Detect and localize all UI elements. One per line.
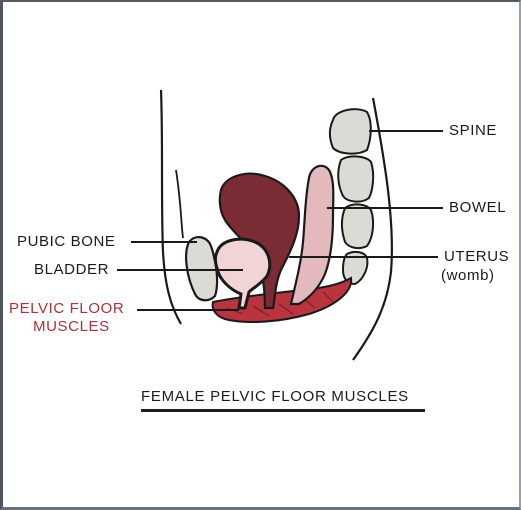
diagram-caption: FEMALE PELVIC FLOOR MUSCLES [141, 388, 409, 405]
label-pelvic-floor-muscles: MUSCLES [33, 318, 110, 336]
label-bowel: BOWEL [449, 199, 506, 217]
caption-underline [141, 409, 425, 412]
body-outline-front [161, 90, 181, 324]
label-bladder: BLADDER [34, 261, 109, 279]
label-uterus-womb: (womb) [441, 267, 495, 285]
pubic-bone [186, 237, 217, 300]
vertebra-3 [342, 204, 373, 248]
vertebra-2 [338, 156, 373, 201]
label-uterus: UTERUS [444, 248, 509, 266]
body-outline-inner-front [176, 170, 183, 238]
pelvic-anatomy-illustration [3, 2, 519, 507]
label-spine: SPINE [449, 122, 497, 140]
label-pelvic-floor: PELVIC FLOOR [9, 300, 124, 318]
vertebra-1 [330, 109, 371, 153]
label-pubic-bone: PUBIC BONE [17, 233, 116, 251]
